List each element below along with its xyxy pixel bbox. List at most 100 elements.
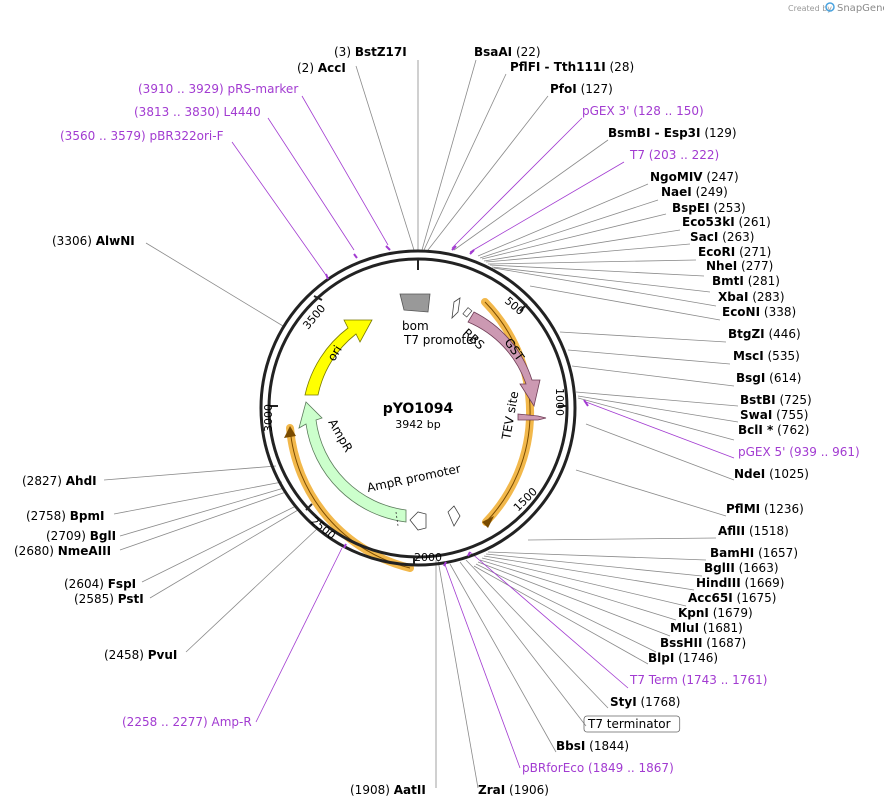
site-position: (2680) — [14, 544, 54, 558]
tick-label-3000: 3000 — [262, 404, 275, 432]
site-name: BssHII — [660, 636, 702, 650]
site-position: (1518) — [749, 524, 789, 538]
enzyme-label-pflmi: PflMI (1236) — [726, 502, 804, 516]
site-position: (535) — [768, 349, 800, 363]
enzyme-label-fspi: (2604) FspI — [64, 577, 136, 591]
site-name: BglII — [704, 561, 735, 575]
t7-terminator-box-label: T7 terminator — [587, 717, 671, 731]
site-name: pBRforEco — [522, 761, 584, 775]
site-name: BsmBI - Esp3I — [608, 126, 700, 140]
site-position: (128 .. 150) — [633, 104, 703, 118]
site-name: PstI — [118, 592, 144, 606]
site-name: BtgZI — [728, 327, 765, 341]
site-name: HindIII — [696, 576, 741, 590]
t7-terminator-mark — [447, 505, 461, 527]
enzyme-label-kpni: KpnI (1679) — [678, 606, 753, 620]
site-name: BsaAI — [474, 45, 512, 59]
site-name: EcoNI — [722, 305, 760, 319]
enzyme-label-alwni: (3306) AlwNI — [52, 234, 135, 248]
t7-promoter-arrow — [451, 297, 461, 320]
bom-box — [399, 293, 431, 313]
enzyme-label-ndei: NdeI (1025) — [734, 467, 809, 481]
enzyme-label-psti: (2585) PstI — [74, 592, 144, 606]
ori-arrow — [304, 319, 373, 396]
site-name: Eco53kI — [682, 215, 735, 229]
site-name: BglI — [90, 529, 116, 543]
site-position: (1687) — [706, 636, 746, 650]
site-position: (1025) — [769, 467, 809, 481]
site-position: (762) — [777, 423, 809, 437]
enzyme-label-bsmbi-esp3i: BsmBI - Esp3I (129) — [608, 126, 737, 140]
enzyme-label-bspei: BspEI (253) — [672, 201, 746, 215]
tick-label-500: 500 — [502, 294, 526, 317]
leader-lines — [103, 59, 739, 789]
enzyme-label-mlui: MluI (1681) — [670, 621, 743, 635]
site-position: (1657) — [758, 546, 798, 560]
enzyme-label-eco53ki: Eco53kI (261) — [682, 215, 771, 229]
site-position: (1844) — [589, 739, 629, 753]
enzyme-label-bpmi: (2758) BpmI — [26, 509, 104, 523]
site-name: FspI — [108, 577, 136, 591]
rbs-box — [462, 307, 473, 318]
site-name: BbsI — [556, 739, 585, 753]
site-position: (1679) — [713, 606, 753, 620]
credit-brand: SnapGene — [837, 3, 884, 14]
ampr-label: AmpR — [325, 417, 355, 455]
plasmid-name: pYO1094 — [383, 401, 454, 417]
enzyme-label-bstbi: BstBI (725) — [740, 393, 812, 407]
enzyme-label-bmti: BmtI (281) — [712, 274, 780, 288]
primer-label-pbrforeco: pBRforEco (1849 .. 1867) — [522, 761, 674, 775]
site-name: EcoRI — [698, 245, 735, 259]
primer-label-pbr322ori-f: (3560 .. 3579) pBR322ori-F — [60, 129, 224, 143]
site-position: (3) — [334, 45, 351, 59]
site-position: (2827) — [22, 474, 62, 488]
site-position: (277) — [741, 259, 773, 273]
gst-band-arrowhead — [482, 516, 494, 528]
site-position: (127) — [581, 82, 613, 96]
enzyme-label-aatii: (1908) AatII — [350, 783, 426, 797]
site-name: MscI — [733, 349, 764, 363]
enzyme-label-econi: EcoNI (338) — [722, 305, 796, 319]
enzyme-label-acc65i: Acc65I (1675) — [688, 591, 776, 605]
enzyme-label-bglii: BglII (1663) — [704, 561, 779, 575]
site-position: (725) — [779, 393, 811, 407]
primer-label-t7-term: T7 Term (1743 .. 1761) — [629, 673, 767, 687]
site-name: AhdI — [66, 474, 97, 488]
site-position: (263) — [722, 230, 754, 244]
site-name: BlpI — [648, 651, 674, 665]
ampr-band-arrowhead — [284, 426, 296, 438]
enzyme-label-styi: StyI (1768) — [610, 695, 680, 709]
site-position: (203 .. 222) — [649, 148, 719, 162]
snapgene-logo-icon — [825, 2, 835, 12]
enzyme-label-pflfi-tth111i: PflFI - Tth111I (28) — [510, 60, 634, 74]
site-name: pBR322ori-F — [150, 129, 224, 143]
site-position: (1849 .. 1867) — [588, 761, 674, 775]
site-position: (253) — [713, 201, 745, 215]
site-name: BclI * — [738, 423, 774, 437]
site-name: Acc65I — [688, 591, 733, 605]
site-position: (1746) — [678, 651, 718, 665]
site-position: (2585) — [74, 592, 114, 606]
site-name: AatII — [394, 783, 426, 797]
t7-terminator-box — [583, 715, 681, 733]
enzyme-label-bbsi: BbsI (1844) — [556, 739, 629, 753]
t7-promoter-label: T7 promoter — [403, 333, 479, 347]
enzyme-label-msci: MscI (535) — [733, 349, 800, 363]
site-position: (1743 .. 1761) — [682, 673, 768, 687]
site-position: (129) — [704, 126, 736, 140]
site-position: (1669) — [745, 576, 785, 590]
enzyme-label-aflii: AflII (1518) — [718, 524, 789, 538]
enzyme-label-zrai: ZraI (1906) — [478, 783, 549, 797]
site-position: (1236) — [764, 502, 804, 516]
site-name: pRS-marker — [228, 82, 299, 96]
site-position: (755) — [776, 408, 808, 422]
enzyme-label-acci: (2) AccI — [297, 61, 346, 75]
site-name: SacI — [690, 230, 718, 244]
ampr-promoter-label: AmpR promoter — [366, 461, 462, 495]
primer-label-l4440: (3813 .. 3830) L4440 — [134, 105, 261, 119]
enzyme-label-pfoi: PfoI (127) — [550, 82, 613, 96]
site-position: (3910 .. 3929) — [138, 82, 224, 96]
enzyme-label-bgli: (2709) BglI — [46, 529, 116, 543]
